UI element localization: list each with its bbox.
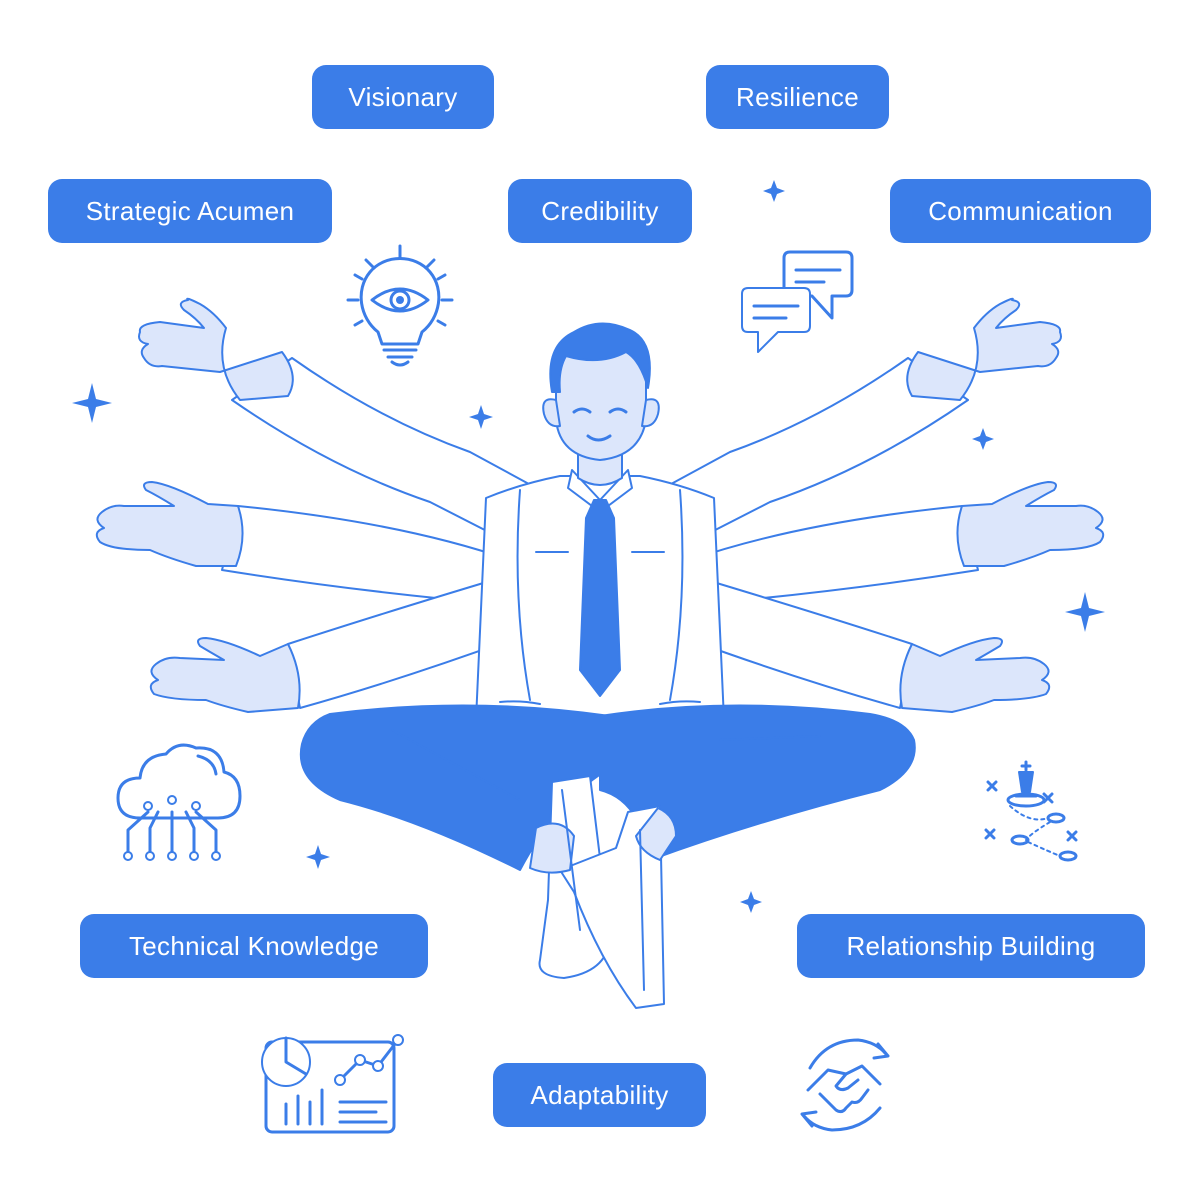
label-strategic-acumen: Strategic Acumen — [48, 179, 332, 243]
head — [542, 322, 660, 486]
label-credibility: Credibility — [508, 179, 692, 243]
sparkle-icon — [72, 180, 1105, 913]
cloud-circuit-icon — [116, 743, 242, 861]
handshake-icon — [800, 1038, 890, 1132]
label-adaptability: Adaptability — [493, 1063, 706, 1127]
label-visionary-text: Visionary — [348, 81, 458, 112]
label-technical-knowledge: Technical Knowledge — [80, 914, 428, 978]
dashboard-chart-icon — [261, 1034, 404, 1134]
lightbulb-eye-icon — [346, 244, 454, 367]
torso — [475, 469, 725, 721]
label-relationship-building: Relationship Building — [797, 914, 1145, 978]
label-resilience-text: Resilience — [736, 81, 859, 112]
label-credibility-text: Credibility — [541, 195, 659, 226]
label-communication: Communication — [890, 179, 1151, 243]
label-communication-text: Communication — [928, 195, 1113, 226]
label-adaptability-text: Adaptability — [530, 1079, 669, 1110]
label-visionary: Visionary — [312, 65, 494, 129]
label-resilience: Resilience — [706, 65, 889, 129]
chess-strategy-icon — [984, 760, 1078, 862]
legs — [299, 704, 916, 1009]
chat-bubbles-icon — [741, 250, 854, 353]
label-relationship-building-text: Relationship Building — [846, 930, 1096, 961]
arms — [95, 297, 1105, 713]
label-strategic-acumen-text: Strategic Acumen — [85, 195, 295, 226]
label-technical-knowledge-text: Technical Knowledge — [129, 930, 379, 961]
